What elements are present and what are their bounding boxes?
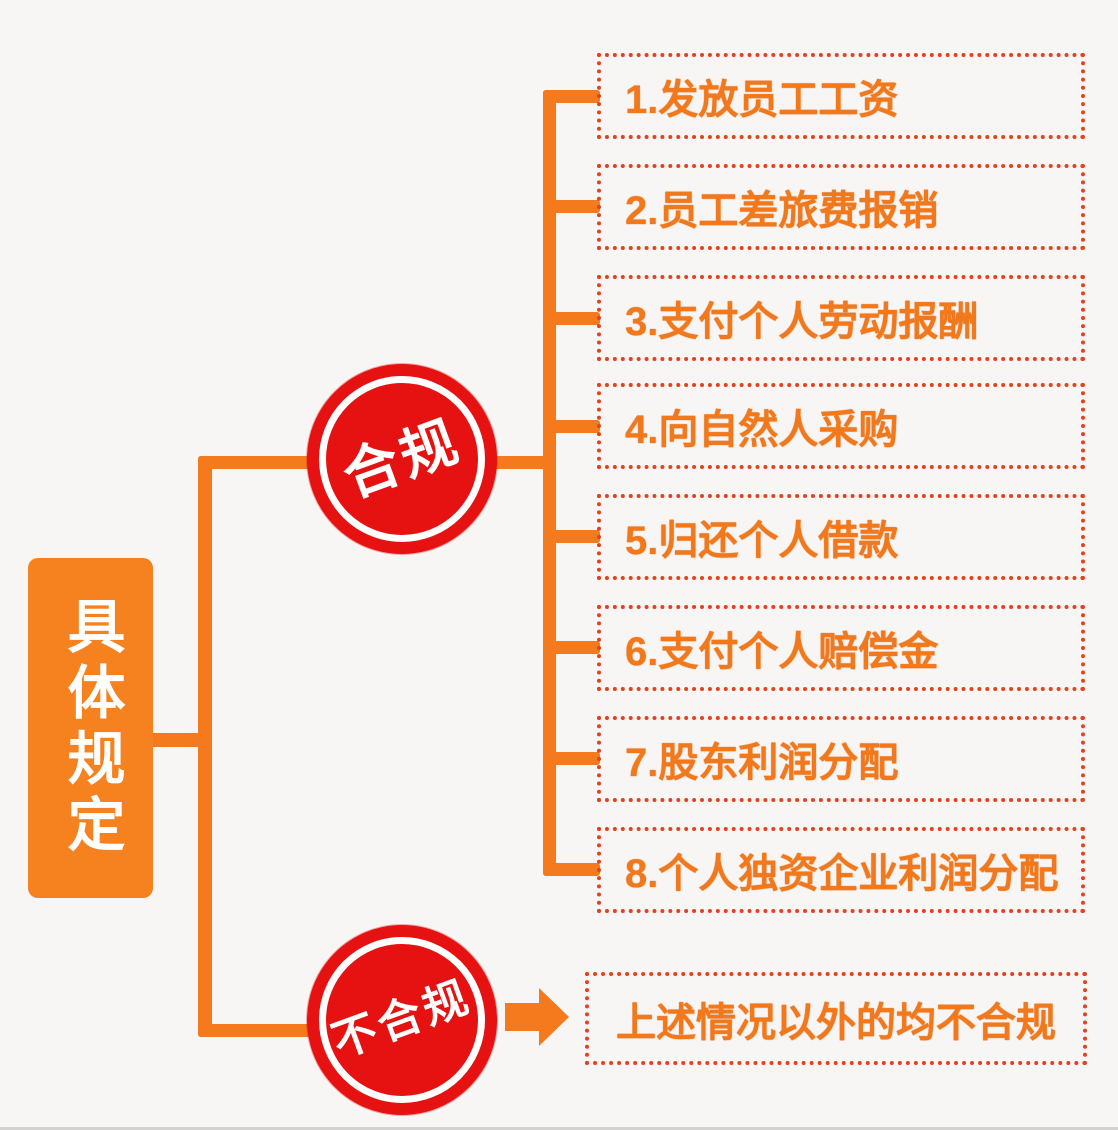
item-label-4: 4.向自然人采购: [625, 408, 899, 452]
stamp-ring: [319, 376, 485, 542]
item-label-2: 2.员工差旅费报销: [625, 189, 939, 233]
item-label-7: 7.股东利润分配: [625, 741, 899, 785]
item-box-4: 4.向自然人采购: [597, 383, 1085, 469]
item-box-6: 6.支付个人赔偿金: [597, 605, 1085, 691]
connector-root-stub: [148, 733, 206, 747]
item-box-8: 8.个人独资企业利润分配: [597, 827, 1085, 913]
connector-items-trunk: [543, 90, 556, 876]
connector-branch-trunk: [198, 456, 212, 1037]
connector-item-6-stub: [543, 641, 600, 654]
item-label-1: 1.发放员工工资: [625, 78, 899, 122]
noncompliant-result-box: 上述情况以外的均不合规: [585, 972, 1087, 1065]
item-label-8: 8.个人独资企业利润分配: [625, 852, 1059, 896]
compliant-stamp: 合规: [307, 364, 497, 554]
connector-item-1-stub: [543, 90, 600, 103]
connector-item-4-stub: [543, 420, 600, 433]
item-label-3: 3.支付个人劳动报酬: [625, 300, 979, 344]
item-box-7: 7.股东利润分配: [597, 716, 1085, 802]
item-box-2: 2.员工差旅费报销: [597, 164, 1085, 250]
connector-item-7-stub: [543, 752, 600, 765]
connector-item-2-stub: [543, 200, 600, 213]
root-node-label: 具体规定: [58, 596, 124, 860]
image-bottom-edge: [0, 1127, 1118, 1130]
connector-item-5-stub: [543, 530, 600, 543]
arrow-shaft: [505, 1003, 541, 1031]
noncompliant-result-label: 上述情况以外的均不合规: [616, 1000, 1056, 1045]
item-box-3: 3.支付个人劳动报酬: [597, 275, 1085, 361]
root-node: 具体规定: [28, 558, 153, 898]
noncompliant-stamp: 不合规: [307, 925, 497, 1115]
connector-item-3-stub: [543, 312, 600, 325]
item-box-1: 1.发放员工工资: [597, 53, 1085, 139]
item-label-6: 6.支付个人赔偿金: [625, 630, 939, 674]
item-box-5: 5.归还个人借款: [597, 494, 1085, 580]
stamp-ring: [319, 937, 485, 1103]
connector-item-8-stub: [543, 863, 600, 876]
item-label-5: 5.归还个人借款: [625, 519, 899, 563]
arrow-right-icon: [539, 988, 569, 1046]
